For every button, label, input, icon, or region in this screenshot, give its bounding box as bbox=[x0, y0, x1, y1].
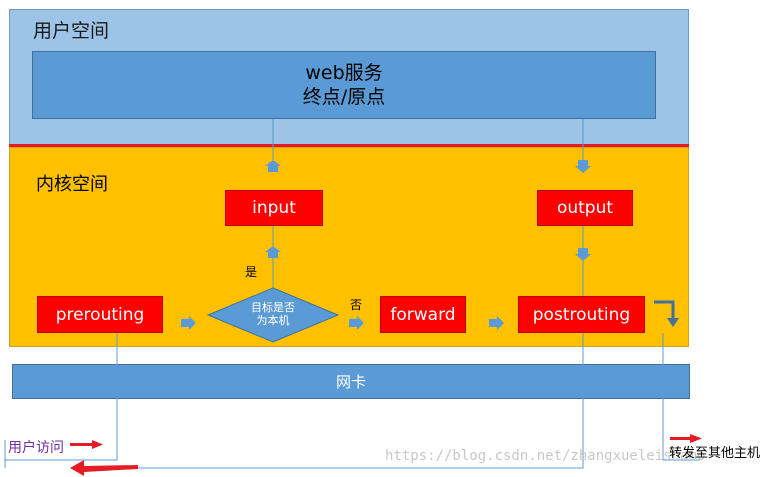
local-destination-decision bbox=[206, 287, 340, 343]
yes-label: 是 bbox=[245, 265, 258, 279]
no-label: 否 bbox=[350, 298, 363, 312]
web-service-box: web服务 终点/原点 bbox=[32, 51, 656, 119]
prerouting-node: prerouting bbox=[37, 296, 163, 333]
nic-bar: 网卡 bbox=[12, 364, 690, 399]
output-label: output bbox=[556, 198, 614, 218]
response-arrow bbox=[70, 460, 138, 476]
output-node: output bbox=[537, 190, 633, 226]
forward-label: forward bbox=[390, 304, 456, 325]
forward-other-arrow bbox=[670, 434, 702, 443]
arrow-up-to-input bbox=[265, 246, 281, 258]
external-arrows bbox=[70, 434, 702, 476]
user-space-title: 用户空间 bbox=[33, 20, 110, 42]
kernel-space-title: 内核空间 bbox=[36, 174, 108, 195]
input-label: input bbox=[252, 198, 296, 218]
arrow-right-to-postrouting bbox=[489, 316, 504, 330]
forward-node: forward bbox=[380, 296, 466, 333]
block-arrows bbox=[181, 160, 591, 330]
arrow-up-to-web bbox=[265, 160, 281, 172]
forward-other-path bbox=[662, 333, 700, 461]
postrouting-exit-arrowhead bbox=[667, 318, 679, 327]
forward-other-host-label: 转发至其他主机 bbox=[669, 446, 761, 461]
input-node: input bbox=[225, 190, 323, 226]
arrow-down-to-postrouting bbox=[575, 248, 591, 261]
postrouting-return-path bbox=[135, 333, 584, 469]
prerouting-user-path bbox=[5, 333, 118, 461]
arrow-right-to-forward bbox=[349, 316, 364, 330]
nic-label: 网卡 bbox=[335, 373, 366, 391]
user-kernel-divider bbox=[9, 144, 689, 147]
arrow-down-to-output bbox=[575, 160, 591, 173]
postrouting-label: postrouting bbox=[532, 304, 631, 325]
postrouting-exit-arrow bbox=[654, 300, 675, 320]
postrouting-node: postrouting bbox=[518, 296, 645, 333]
user-access-label: 用户访问 bbox=[8, 440, 64, 456]
arrow-right-to-decision bbox=[181, 316, 196, 330]
decision-text: 目标是否 为本机 bbox=[208, 301, 338, 327]
decision-line-2: 为本机 bbox=[256, 314, 290, 327]
web-service-label: web服务 bbox=[305, 62, 383, 84]
web-endpoint-label: 终点/原点 bbox=[302, 86, 386, 108]
prerouting-label: prerouting bbox=[55, 304, 145, 325]
decision-line-1: 目标是否 bbox=[251, 301, 295, 314]
watermark: https://blog.csdn.net/zhangxueleishamo bbox=[385, 448, 706, 464]
user-access-arrow bbox=[70, 440, 103, 449]
